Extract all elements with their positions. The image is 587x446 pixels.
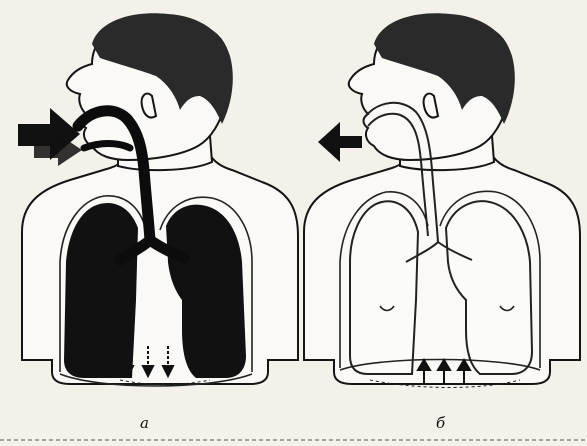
- left-lung-a: [64, 203, 138, 378]
- panel-b: б: [304, 13, 580, 432]
- panel-a: а: [18, 13, 298, 432]
- torso-a: [22, 138, 298, 384]
- panel-label-b: б: [436, 414, 446, 432]
- torso-b: [304, 138, 580, 384]
- panel-label-a: а: [140, 414, 149, 432]
- air-arrow-icon-b: [318, 122, 362, 162]
- left-lung-b: [350, 201, 418, 374]
